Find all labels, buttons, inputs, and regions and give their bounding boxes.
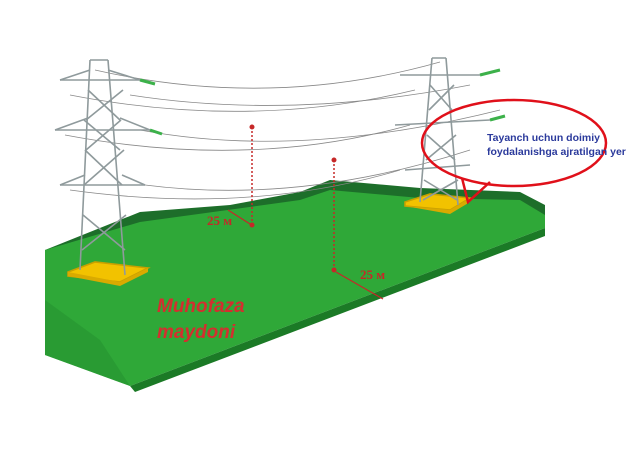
- callout-text: Tayanch uchun doimiy foydalanishga ajrat…: [487, 131, 626, 159]
- distance-marker-right: [331, 157, 384, 300]
- field-front-edge: [130, 228, 545, 392]
- callout-line1: Tayanch uchun doimiy: [487, 132, 600, 144]
- distance-label-left: 25 м: [207, 213, 233, 228]
- callout-bubble: [420, 98, 608, 205]
- distance-label-right: 25 м: [360, 267, 386, 282]
- left-tower: [54, 59, 163, 286]
- protection-zone-label: Muhofaza maydoni: [157, 294, 245, 346]
- protection-field: [45, 190, 545, 386]
- field-left-slope: [45, 300, 130, 386]
- callout-line2: foydalanishga ajratilgan yer: [487, 146, 626, 158]
- zone-label-line2: maydoni: [157, 322, 236, 343]
- zone-label-line1: Muhofaza: [157, 296, 245, 317]
- distance-marker-left: [227, 124, 255, 228]
